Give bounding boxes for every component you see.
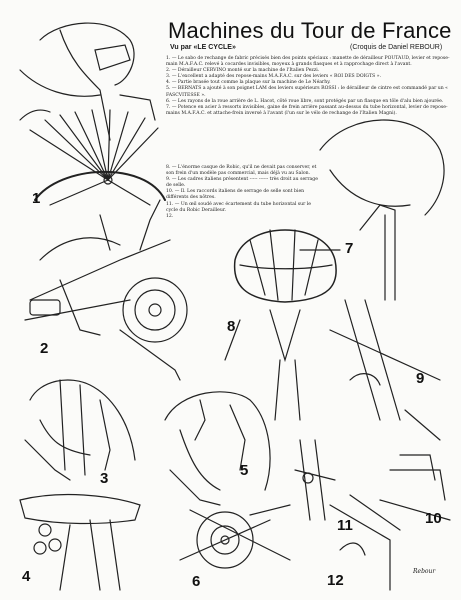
figure-12-top-tube [329, 494, 401, 591]
figure-6-freewheel [179, 504, 291, 569]
figure-label-12: 12 [327, 572, 344, 589]
page-title: Machines du Tour de France [168, 18, 452, 43]
figure-7-stem [299, 119, 445, 301]
figure-11-lug-eye [294, 439, 336, 521]
note-6: 6. — Les rayons de la roue arrière de L.… [166, 98, 444, 104]
figure-1-handlebar-wheel [19, 22, 166, 206]
note-3: 3. — L'excellent a adapté des repose-mai… [166, 74, 382, 80]
figure-3-brake-levers [24, 379, 136, 481]
figure-2-derailleur [24, 199, 188, 381]
note-2: 2. — Dérailleur CERVINO monté sur la mac… [166, 68, 320, 74]
note-11: 11. — Un œil soudé avec écartement du tu… [166, 201, 311, 213]
figure-label-7: 7 [345, 240, 354, 257]
artist-signature: Rebour [413, 568, 436, 575]
figure-label-2: 2 [40, 340, 49, 357]
figure-label-10: 10 [425, 510, 442, 527]
figure-label-8: 8 [227, 318, 236, 335]
note-12: 12. [166, 213, 174, 219]
byline: Vu par «LE CYCLE» [170, 44, 236, 51]
figure-label-11: 11 [337, 517, 353, 534]
note-1: 1. — Le sabo de rechange de fabric préci… [166, 56, 450, 68]
figure-label-3: 3 [100, 470, 109, 487]
figure-10-seat-clamp [379, 454, 451, 521]
note-10: 10. — Il. Les raccords italiens de serra… [166, 189, 305, 201]
illustrator-credit: (Croquis de Daniel REBOUR) [350, 44, 443, 51]
note-8: 8. — L'énorme casque de Robic, qu'il ne … [166, 165, 317, 177]
figure-label-5: 5 [240, 462, 249, 479]
figure-4-saddle [19, 493, 141, 591]
figure-8-helmet [224, 229, 337, 421]
figure-5-taped-bars [164, 391, 271, 506]
caption-notes-wide: 1. — Le sabo de rechange de fabric préci… [166, 56, 456, 117]
note-4: 4. — Partie brasée tout comme la plaque … [166, 80, 331, 86]
note-7: 7. — Potence en acier à ressorts invisib… [166, 104, 448, 116]
figure-label-4: 4 [22, 568, 31, 585]
figure-label-9: 9 [416, 370, 425, 387]
figure-label-1: 1 [32, 190, 41, 207]
caption-notes-narrow: 8. — L'énorme casque de Robic, qu'il ne … [166, 165, 321, 220]
figure-label-6: 6 [192, 573, 201, 590]
note-5: 5. — BERNATS a ajouté à son poignet LAM … [166, 86, 448, 98]
figure-9-frame-lug [329, 299, 441, 441]
note-9: 9. — Les cadres italiens présentent ----… [166, 177, 318, 189]
